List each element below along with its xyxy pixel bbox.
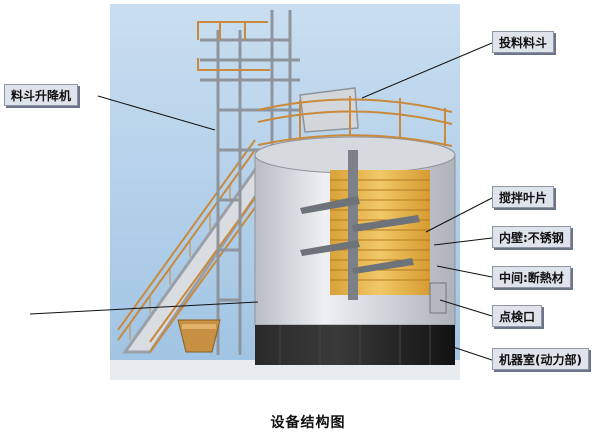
machine-room-base xyxy=(255,325,455,365)
label-inner-wall: 内壁:不锈钢 xyxy=(492,226,571,248)
cutaway-interior xyxy=(300,150,430,300)
hoist-tower xyxy=(200,10,300,355)
bottom-hopper xyxy=(177,319,221,353)
label-inspection-port: 点検口 xyxy=(492,305,543,327)
leader-lines xyxy=(29,42,493,361)
label-middle-layer: 中间:断熱材 xyxy=(492,266,571,288)
label-blades: 搅拌叶片 xyxy=(492,186,555,208)
figure-caption: 设备结构图 xyxy=(270,415,346,431)
label-hopper: 投料料斗 xyxy=(492,31,555,53)
mixing-blades xyxy=(300,196,420,274)
label-hoist: 料斗升降机 xyxy=(4,84,79,106)
top-railing xyxy=(257,96,453,147)
label-machine-room: 机器室(动力部) xyxy=(492,348,589,370)
inspection-door xyxy=(429,282,447,314)
